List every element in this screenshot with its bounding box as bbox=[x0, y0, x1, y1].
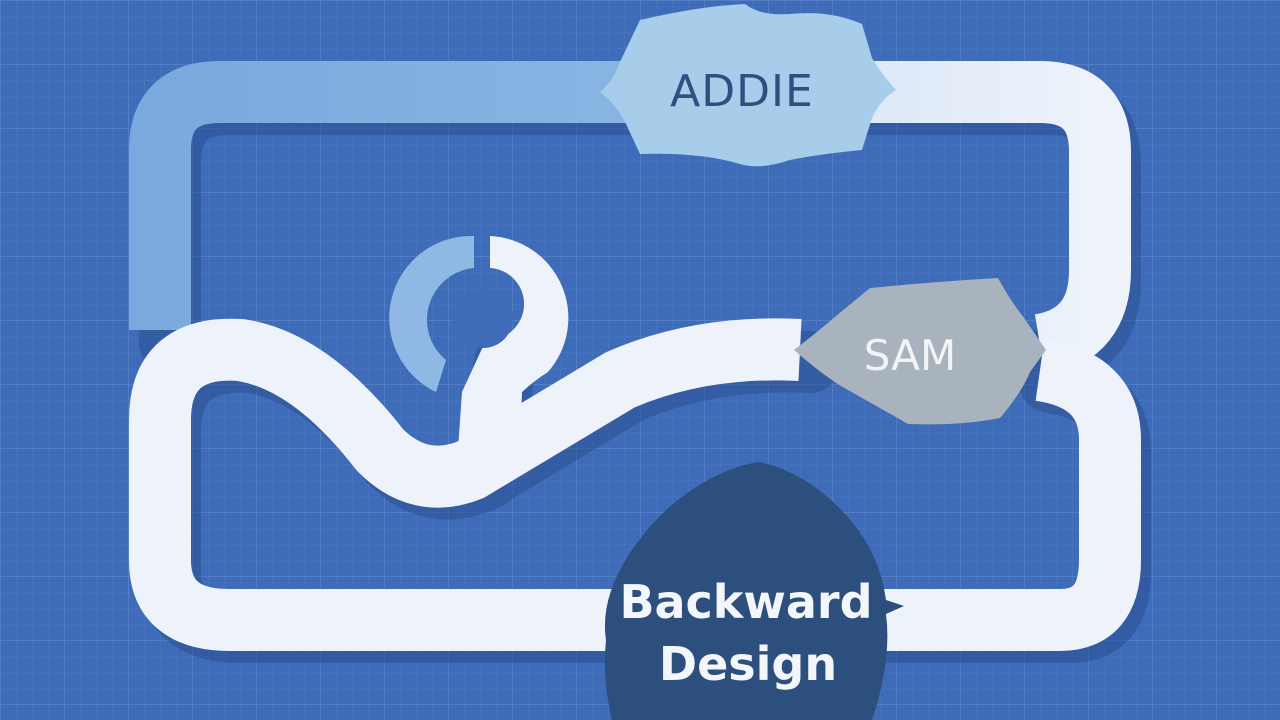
backward-design-label-line1: Backward bbox=[619, 575, 872, 629]
sam-node: SAM bbox=[794, 278, 1046, 425]
bottom-loop-path bbox=[129, 318, 1141, 651]
backward-design-label-line2: Design bbox=[659, 637, 837, 691]
addie-label: ADDIE bbox=[670, 66, 814, 117]
top-loop-path bbox=[129, 61, 1131, 376]
sam-label: SAM bbox=[864, 331, 956, 380]
addie-badge-shape bbox=[600, 4, 896, 167]
backward-design-node: Backward Design bbox=[604, 462, 904, 720]
hook-center-hole bbox=[453, 288, 513, 348]
addie-node: ADDIE bbox=[600, 4, 896, 167]
hook-right-arc bbox=[458, 236, 569, 450]
backward-design-badge-shape bbox=[604, 462, 904, 720]
central-hook bbox=[389, 235, 569, 450]
sam-badge-shape bbox=[794, 278, 1046, 425]
hook-left-arc bbox=[389, 235, 474, 392]
